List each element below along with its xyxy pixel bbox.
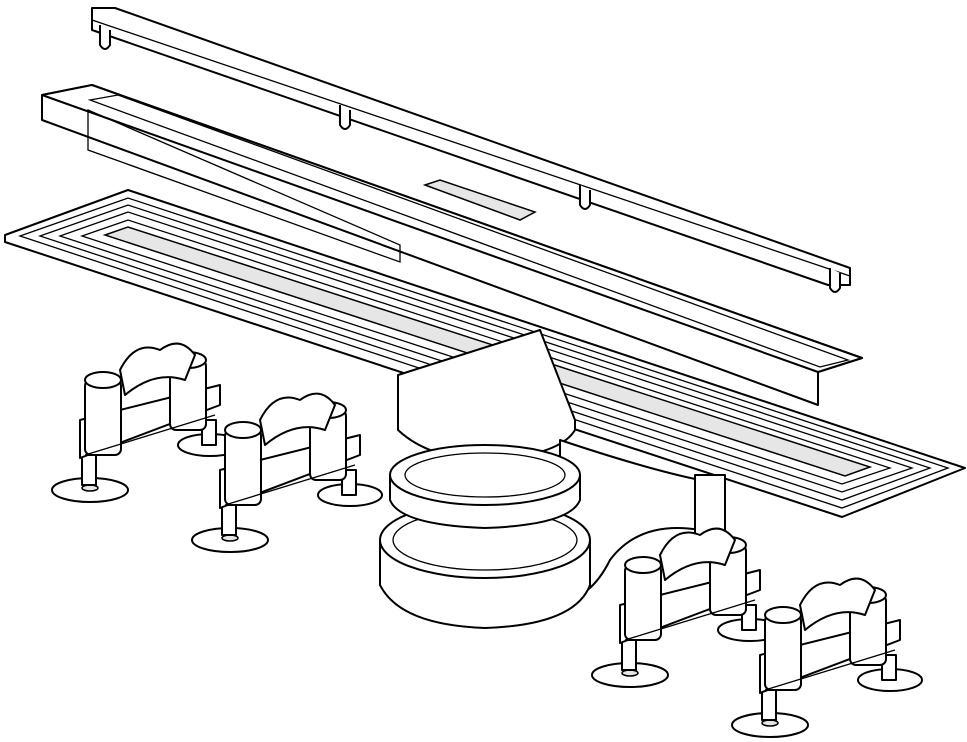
leveling-foot bbox=[51, 342, 243, 503]
leveling-foot bbox=[731, 577, 923, 738]
clip-icon bbox=[829, 268, 841, 293]
leveling-foot bbox=[591, 527, 783, 688]
clip-icon bbox=[99, 25, 111, 50]
drain-channel bbox=[41, 84, 863, 406]
clip-icon bbox=[339, 105, 351, 130]
leveling-foot bbox=[191, 392, 383, 553]
grate-bar bbox=[91, 7, 851, 293]
clip-icon bbox=[579, 185, 591, 210]
drain-outlet bbox=[379, 329, 726, 629]
